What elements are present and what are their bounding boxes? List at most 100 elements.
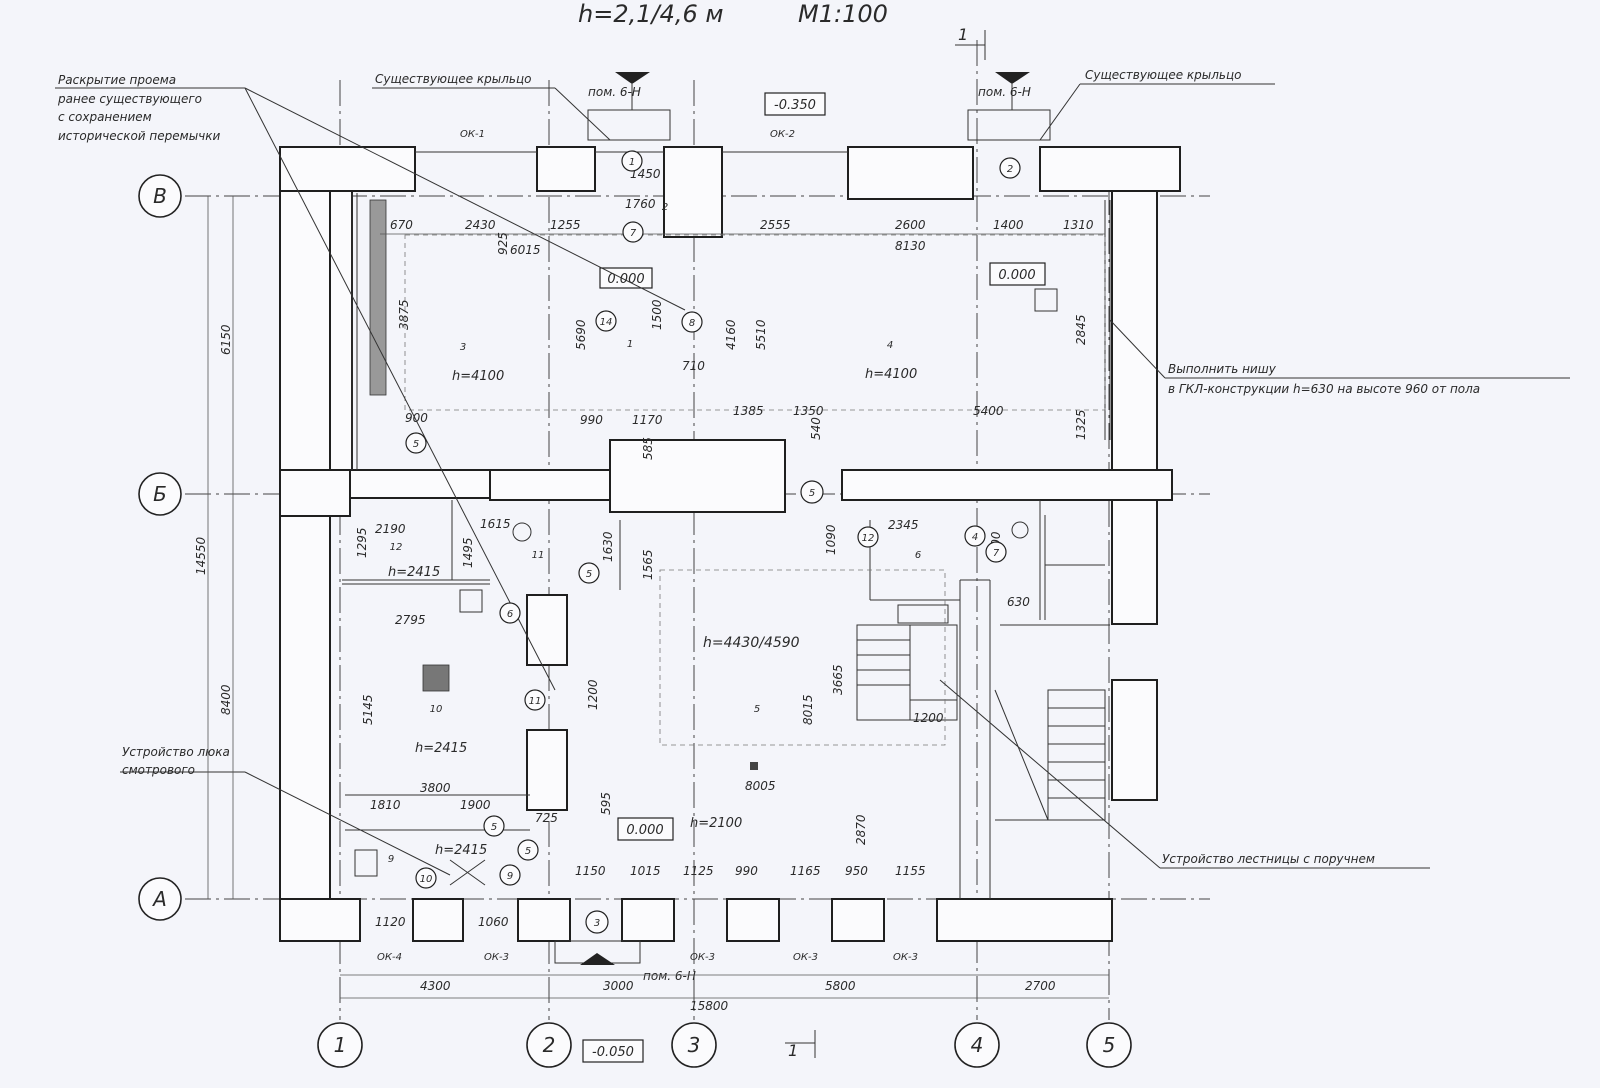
svg-text:1760: 1760: [625, 197, 656, 211]
svg-text:585: 585: [641, 437, 655, 460]
svg-text:ОК-3: ОК-3: [893, 952, 918, 963]
svg-text:4300: 4300: [420, 979, 451, 993]
svg-text:-0.350: -0.350: [774, 98, 816, 113]
svg-text:5400: 5400: [973, 404, 1004, 418]
svg-text:5: 5: [586, 569, 592, 580]
svg-text:1900: 1900: [460, 798, 491, 812]
svg-text:8: 8: [689, 318, 695, 329]
svg-text:1500: 1500: [650, 299, 664, 330]
axis-bubble-1: 1: [317, 1022, 363, 1068]
plan-scale: М1:100: [798, 0, 888, 28]
dimension-chains: 4300 3000 5800 2700 15800 14550 6150 840…: [194, 196, 1109, 1013]
svg-text:1400: 1400: [993, 218, 1024, 232]
svg-text:1: 1: [627, 339, 633, 350]
axis-bubble-3: 3: [671, 1022, 717, 1068]
svg-text:Выполнить нишу: Выполнить нишу: [1168, 362, 1277, 376]
svg-text:1150: 1150: [575, 864, 606, 878]
svg-text:990: 990: [580, 413, 603, 427]
svg-text:в ГКЛ-конструкции h=630 на выс: в ГКЛ-конструкции h=630 на высоте 960 от…: [1168, 382, 1480, 396]
svg-text:4: 4: [972, 532, 978, 543]
leader-lines: [55, 83, 1570, 876]
svg-text:1200: 1200: [586, 679, 600, 710]
axis-bubble-b: Б: [138, 472, 182, 516]
svg-text:0.000: 0.000: [607, 272, 644, 287]
svg-text:с сохранением: с сохранением: [58, 110, 152, 124]
svg-text:4160: 4160: [724, 319, 738, 350]
svg-text:h=2415: h=2415: [388, 565, 440, 580]
svg-text:2700: 2700: [1025, 979, 1056, 993]
svg-text:4: 4: [971, 1033, 984, 1057]
svg-text:3000: 3000: [603, 979, 634, 993]
svg-text:1: 1: [958, 25, 968, 44]
svg-text:10: 10: [430, 704, 443, 715]
svg-text:ОК-3: ОК-3: [484, 952, 509, 963]
svg-text:3: 3: [688, 1033, 701, 1057]
note-stair: Устройство лестницы с поручнем: [1162, 852, 1375, 866]
svg-text:7: 7: [630, 228, 637, 239]
svg-text:6: 6: [507, 609, 513, 620]
svg-text:Раскрытие проема: Раскрытие проема: [58, 73, 176, 87]
svg-text:1125: 1125: [683, 864, 714, 878]
level-mark: 0.000: [989, 262, 1046, 286]
svg-text:5: 5: [1103, 1033, 1116, 1057]
svg-text:1565: 1565: [641, 549, 655, 580]
note-porch-left: Существующее крыльцо: [375, 72, 532, 86]
svg-text:А: А: [151, 887, 167, 911]
level-mark: 0.000: [617, 817, 674, 841]
room-heights: h=4100 h=4100 h=2415 h=2415 h=2415 h=443…: [388, 367, 917, 858]
svg-text:1310: 1310: [1063, 218, 1094, 232]
svg-text:11: 11: [529, 696, 542, 707]
entrance-label: пом. 6-Н: [978, 85, 1031, 99]
stair-right: [994, 689, 1106, 821]
svg-text:2870: 2870: [854, 814, 868, 845]
svg-text:2600: 2600: [895, 218, 926, 232]
svg-text:-0.050: -0.050: [592, 1045, 634, 1060]
svg-text:950: 950: [845, 864, 868, 878]
svg-text:1170: 1170: [632, 413, 663, 427]
svg-text:В: В: [153, 184, 167, 208]
svg-text:2845: 2845: [1074, 314, 1088, 345]
svg-text:15800: 15800: [690, 999, 729, 1013]
svg-text:725: 725: [535, 811, 558, 825]
svg-text:2: 2: [1007, 164, 1013, 175]
svg-text:1295: 1295: [355, 527, 369, 558]
svg-text:1615: 1615: [480, 517, 511, 531]
exterior-walls: [279, 146, 1181, 942]
svg-text:14: 14: [600, 317, 613, 328]
svg-text:11: 11: [532, 550, 545, 561]
svg-text:5: 5: [754, 704, 760, 715]
svg-text:670: 670: [390, 218, 413, 232]
svg-text:исторической перемычки: исторической перемычки: [58, 129, 221, 143]
level-mark: -0.050: [582, 1039, 644, 1063]
entrance-bottom: пом. 6-Н: [554, 940, 696, 983]
svg-text:ОК-3: ОК-3: [690, 952, 715, 963]
svg-text:6150: 6150: [219, 324, 233, 355]
svg-text:10: 10: [420, 874, 433, 885]
fixtures: [354, 288, 1058, 886]
svg-text:h=4100: h=4100: [865, 367, 917, 382]
note-porch-right: Существующее крыльцо: [1085, 68, 1242, 82]
svg-text:990: 990: [735, 864, 758, 878]
window-marks: ОК-1 ОК-2 ОК-4 ОК-3 ОК-3 ОК-3 ОК-3: [377, 129, 918, 963]
svg-text:Б: Б: [153, 482, 167, 506]
svg-text:h=4430/4590: h=4430/4590: [703, 635, 800, 651]
svg-text:ранее существующего: ранее существующего: [57, 92, 202, 106]
entrance-top-right: пом. 6-Н: [967, 72, 1051, 141]
svg-text:2190: 2190: [375, 522, 406, 536]
svg-text:3875: 3875: [397, 299, 411, 330]
svg-text:8005: 8005: [745, 779, 776, 793]
svg-text:h=2100: h=2100: [690, 816, 742, 831]
svg-text:1: 1: [334, 1033, 347, 1057]
svg-text:1630: 1630: [601, 531, 615, 562]
svg-text:3: 3: [594, 918, 600, 929]
svg-text:3665: 3665: [831, 664, 845, 695]
svg-text:3: 3: [460, 342, 466, 353]
svg-text:ОК-1: ОК-1: [460, 129, 485, 140]
svg-text:595: 595: [599, 792, 613, 815]
svg-text:1120: 1120: [375, 915, 406, 929]
svg-text:2: 2: [543, 1033, 556, 1057]
svg-text:1155: 1155: [895, 864, 926, 878]
note-niche: Выполнить нишу в ГКЛ-конструкции h=630 н…: [1168, 362, 1480, 396]
svg-text:h=2415: h=2415: [435, 843, 487, 858]
svg-text:h=4100: h=4100: [452, 369, 504, 384]
